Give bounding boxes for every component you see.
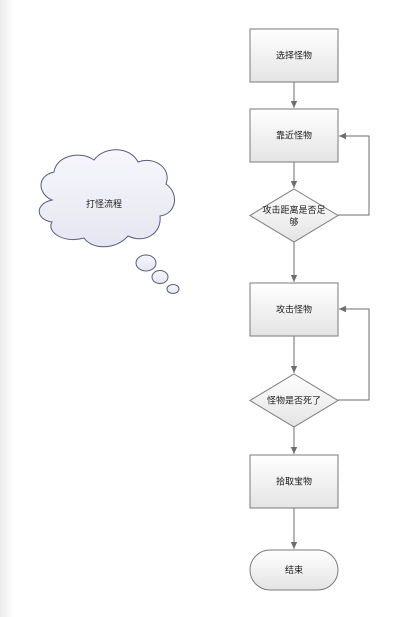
node-select-monster-label: 选择怪物 bbox=[276, 50, 312, 62]
thought-cloud-shape bbox=[38, 149, 175, 248]
node-approach-monster-label: 靠近怪物 bbox=[276, 130, 312, 142]
node-attack-monster[interactable]: 攻击怪物 bbox=[249, 282, 339, 337]
node-attack-monster-label: 攻击怪物 bbox=[276, 304, 312, 316]
node-approach-monster-shape bbox=[249, 108, 339, 163]
left-edge-shade bbox=[0, 0, 14, 617]
node-pick-loot-label: 拾取宝物 bbox=[276, 476, 312, 488]
node-select-monster[interactable]: 选择怪物 bbox=[249, 28, 339, 83]
node-approach-monster[interactable]: 靠近怪物 bbox=[249, 108, 339, 163]
node-dead-check[interactable]: 怪物是否死了 bbox=[249, 373, 339, 428]
node-select-monster-shape bbox=[249, 28, 339, 83]
thought-cloud-label: 打怪流程 bbox=[86, 198, 122, 210]
thought-bubble-large bbox=[135, 254, 157, 272]
node-distance-check-shape bbox=[249, 188, 339, 243]
thought-bubble-medium bbox=[151, 270, 169, 284]
node-attack-monster-shape bbox=[249, 282, 339, 337]
node-distance-check-label-line2: 够 bbox=[289, 217, 298, 228]
thought-cloud[interactable]: 打怪流程 bbox=[38, 149, 180, 294]
node-end-label: 结束 bbox=[285, 564, 303, 576]
edge-dead-loopback bbox=[338, 305, 370, 401]
node-pick-loot[interactable]: 拾取宝物 bbox=[249, 454, 339, 509]
node-end[interactable]: 结束 bbox=[249, 549, 339, 591]
node-pick-loot-shape bbox=[249, 454, 339, 509]
node-distance-check-label-line1: 攻击距离是否足 bbox=[262, 204, 325, 216]
thought-bubble-small bbox=[166, 284, 180, 294]
edge-distance-loopback bbox=[338, 132, 370, 216]
node-end-shape bbox=[249, 549, 339, 591]
node-dead-check-shape bbox=[249, 373, 339, 428]
connectors bbox=[290, 82, 370, 549]
node-dead-check-label: 怪物是否死了 bbox=[267, 395, 321, 407]
node-distance-check[interactable]: 攻击距离是否足 够 bbox=[249, 188, 339, 243]
